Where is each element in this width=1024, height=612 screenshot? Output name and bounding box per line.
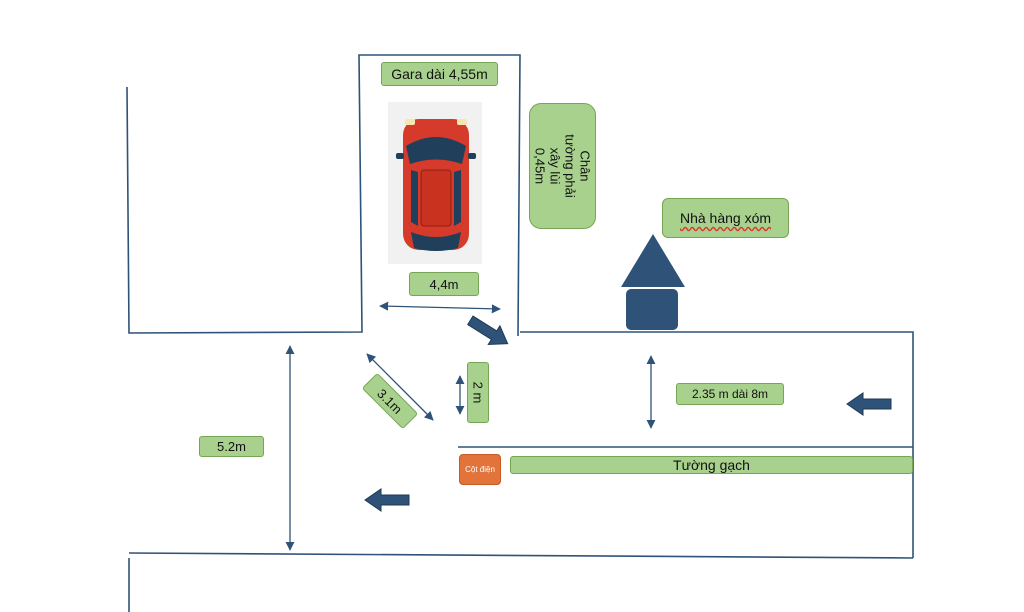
garage-length-label: Gara dài 4,55m xyxy=(381,62,498,86)
dimension-lines xyxy=(285,301,656,551)
main-road-width-label: 5.2m xyxy=(199,436,264,457)
entrance-width-text: 2 m xyxy=(470,381,486,404)
left-lot-boundary xyxy=(126,54,521,337)
alley-label: 2.35 m dài 8m xyxy=(676,383,784,405)
electric-pole: Cột điện xyxy=(459,454,501,485)
alley-top-boundary xyxy=(520,331,914,558)
car-top-view-icon xyxy=(388,102,482,264)
wall-setback-label: Chân tường phải xây lùi 0,45m xyxy=(529,103,596,229)
entrance-width-label: 2 m xyxy=(467,362,489,423)
wall-setback-text: Chân tường phải xây lùi 0,45m xyxy=(532,134,593,198)
arrow-into-alley xyxy=(467,315,509,346)
garage-width-dimension xyxy=(379,301,501,314)
house-icon xyxy=(621,234,685,330)
neighbor-house-text: Nhà hàng xóm xyxy=(679,210,772,226)
main-road-bottom-line xyxy=(128,552,914,559)
garage-width-label: 4,4m xyxy=(409,272,479,296)
neighbor-house-label: Nhà hàng xóm xyxy=(662,198,789,238)
arrow-road-left xyxy=(364,488,410,512)
brick-wall-label: Tường gạch xyxy=(510,456,913,474)
street-outlines xyxy=(126,54,914,612)
diagonal-dimension xyxy=(366,353,434,421)
arrow-icon xyxy=(364,315,892,512)
arrow-alley-left xyxy=(846,392,892,416)
